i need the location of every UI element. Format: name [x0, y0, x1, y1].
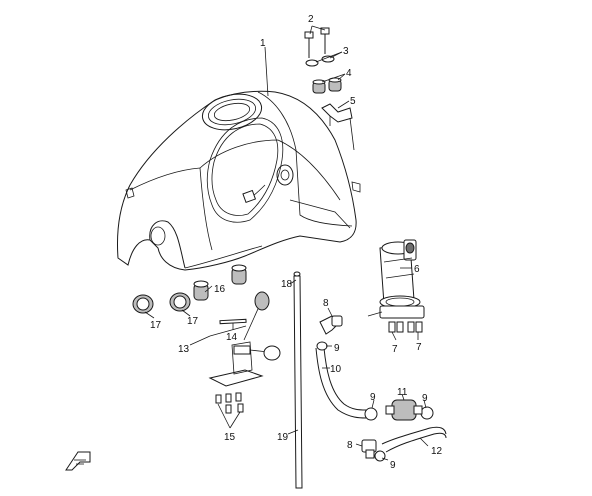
callout-1: 1 [260, 38, 266, 49]
callout-14: 14 [226, 332, 238, 343]
callout-16: 16 [214, 284, 226, 295]
callout-labels: 1 2 3 4 5 6 7 7 8 8 9 9 9 9 10 11 12 13 … [150, 14, 443, 471]
fuel-tank [117, 90, 361, 271]
elbow-fitting-lower [361, 439, 377, 459]
hose-clamps [316, 341, 434, 462]
callout-3: 3 [343, 46, 349, 57]
callout-10: 10 [330, 364, 342, 375]
callout-2: 2 [308, 14, 314, 25]
callout-9d: 9 [390, 460, 396, 471]
front-arrow-icon [65, 451, 91, 471]
callout-13: 13 [178, 344, 190, 355]
fuel-filter [385, 399, 423, 421]
elbow-fitting-upper [319, 315, 343, 335]
grommet-pair [312, 77, 342, 94]
bolt-pair [304, 27, 330, 58]
callout-6: 6 [414, 264, 420, 275]
callout-17a: 17 [150, 320, 162, 331]
callout-18: 18 [281, 279, 293, 290]
callout-11: 11 [397, 387, 408, 398]
callout-7a: 7 [392, 344, 398, 355]
fuel-pump-assembly [367, 239, 425, 319]
callout-8b: 8 [347, 440, 353, 451]
callout-9a: 9 [334, 343, 340, 354]
callout-17b: 17 [187, 316, 199, 327]
mounting-bracket [321, 103, 355, 151]
rubber-pads [132, 292, 191, 314]
callout-15: 15 [224, 432, 236, 443]
gasket-strip [219, 318, 247, 325]
washer-pair [305, 55, 335, 67]
sender-screws [215, 392, 244, 414]
leader-lines [144, 25, 429, 461]
callout-4: 4 [346, 68, 352, 79]
callout-12: 12 [431, 446, 443, 457]
callout-19: 19 [277, 432, 289, 443]
rubber-cushions [193, 264, 247, 301]
fuel-hose-12 [381, 426, 447, 453]
drain-tube [293, 271, 303, 489]
fuel-level-sender [208, 291, 281, 387]
callout-8a: 8 [323, 298, 329, 309]
callout-5: 5 [350, 96, 356, 107]
callout-9c: 9 [422, 393, 428, 404]
callout-7b: 7 [416, 342, 422, 353]
fuel-hose-10 [315, 347, 367, 419]
pump-fasteners [388, 321, 423, 333]
callout-9b: 9 [370, 392, 376, 403]
